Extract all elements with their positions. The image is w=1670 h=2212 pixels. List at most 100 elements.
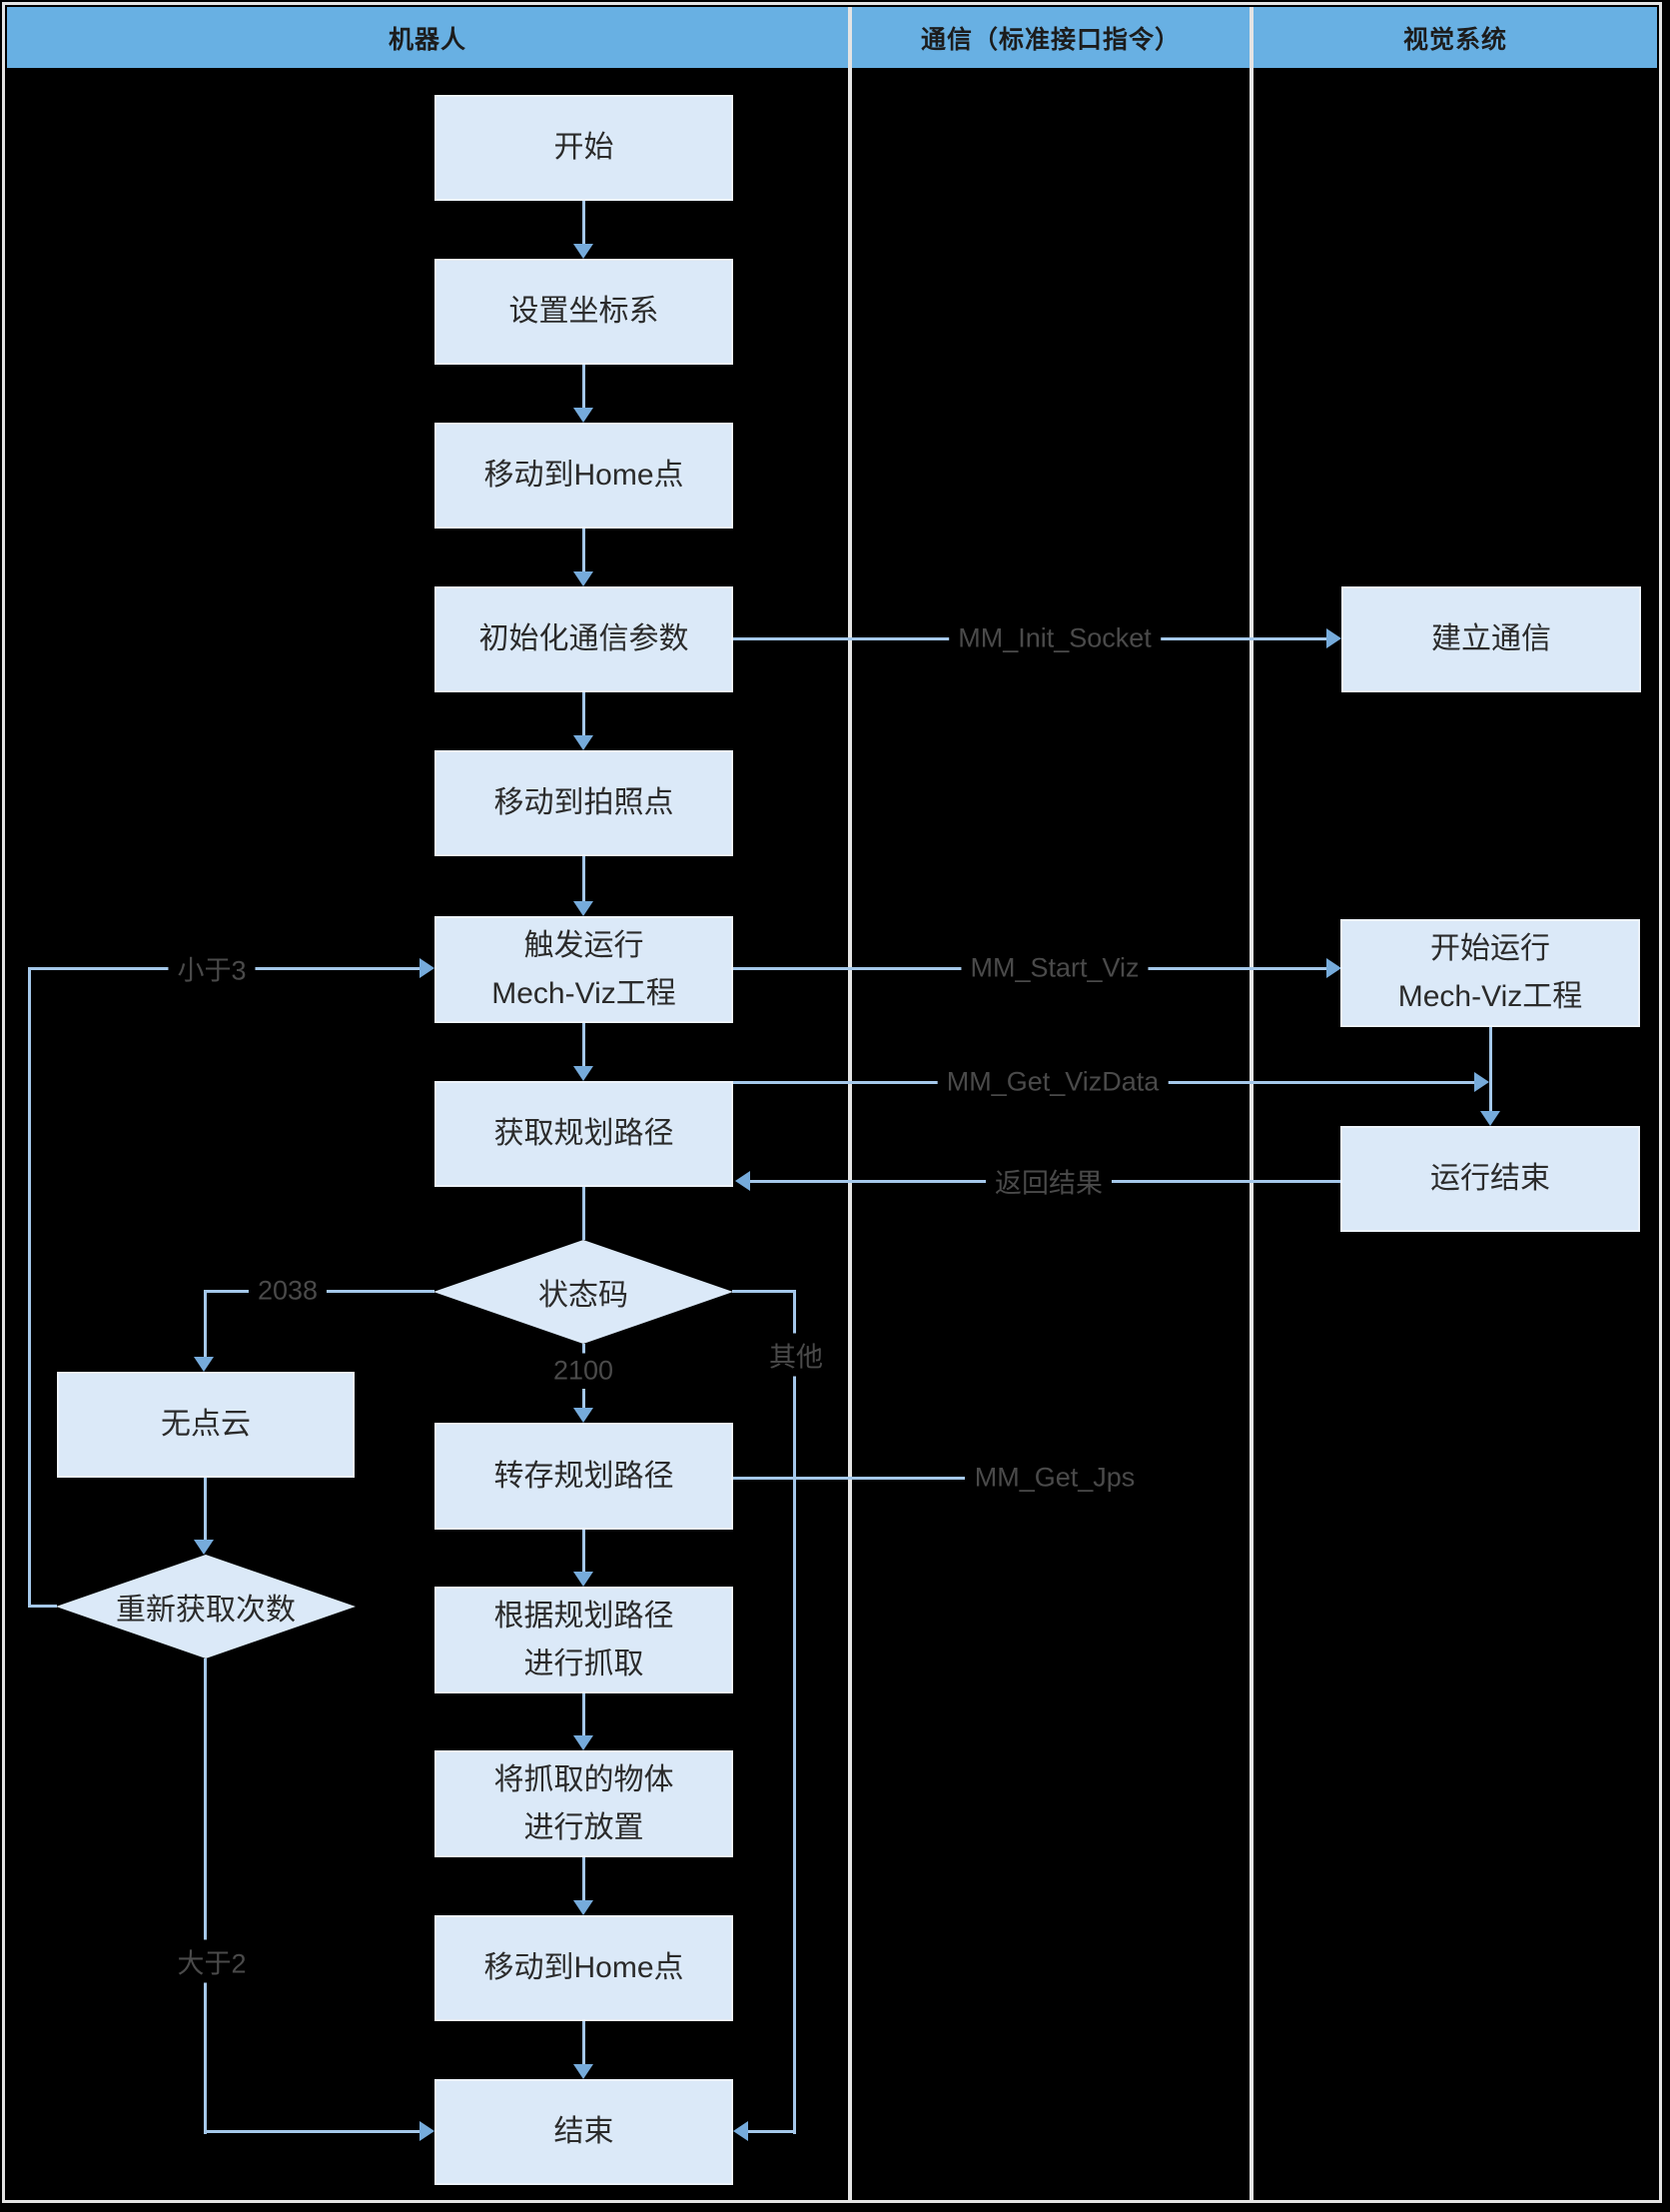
edge-retry-end-v (204, 1659, 207, 2134)
node-trigger-viz-line1: 触发运行 (523, 928, 644, 962)
arrowhead-right-icon (1326, 628, 1341, 648)
edge-label-less-than-3: 小于3 (168, 946, 256, 990)
node-start: 开始 (434, 95, 733, 201)
node-start-viz-run-line1: 开始运行 (1430, 932, 1550, 965)
edge-home2-end (582, 2021, 585, 2067)
node-pick: 根据规划路径 进行抓取 (434, 1587, 733, 1693)
node-no-cloud-label: 无点云 (161, 1408, 251, 1441)
arrowhead-right-icon (419, 2121, 434, 2141)
node-get-path: 获取规划路径 (434, 1081, 733, 1187)
edge-label-get-vizdata: MM_Get_VizData (937, 1064, 1169, 1100)
node-move-home-1: 移动到Home点 (434, 423, 733, 529)
node-move-home-1-label: 移动到Home点 (483, 459, 684, 492)
lane-divider-2 (1250, 7, 1253, 2202)
node-start-viz-run: 开始运行 Mech-Viz工程 (1340, 919, 1640, 1027)
arrowhead-down-icon (573, 244, 593, 259)
node-place-line2: 进行放置 (523, 1810, 644, 1844)
lane-header-robot: 机器人 (7, 7, 848, 68)
edge-save-pick (582, 1530, 585, 1576)
node-pick-line2: 进行抓取 (523, 1647, 644, 1680)
edge-trigger-getpath (582, 1022, 585, 1069)
node-set-coords-label: 设置坐标系 (508, 295, 659, 328)
node-set-coords: 设置坐标系 (434, 259, 733, 365)
edge-other-v (793, 1290, 796, 2134)
node-init-comm: 初始化通信参数 (434, 586, 733, 692)
edge-label-other: 其他 (760, 1333, 832, 1377)
node-start-label: 开始 (553, 131, 614, 164)
arrowhead-down-icon (194, 1357, 214, 1372)
node-move-photo: 移动到拍照点 (434, 750, 733, 856)
node-end: 结束 (434, 2079, 733, 2185)
node-end-label: 结束 (553, 2115, 614, 2148)
arrowhead-left-icon (735, 1171, 750, 1191)
lane-header-vision-label: 视觉系统 (1402, 25, 1507, 54)
node-pick-line1: 根据规划路径 (493, 1599, 674, 1633)
node-move-home-2-label: 移动到Home点 (483, 1951, 684, 1984)
node-run-end: 运行结束 (1340, 1126, 1640, 1232)
edge-label-get-jps: MM_Get_Jps (965, 1460, 1145, 1496)
node-run-end-label: 运行结束 (1430, 1162, 1550, 1195)
arrowhead-down-icon (573, 2064, 593, 2079)
arrowhead-down-icon (194, 1540, 214, 1555)
edge-get-jps (733, 1477, 965, 1480)
arrowhead-down-icon (573, 901, 593, 916)
arrowhead-down-icon (573, 735, 593, 750)
node-no-cloud: 无点云 (57, 1372, 355, 1478)
edge-other-h2 (748, 2130, 794, 2133)
node-status-code-label: 状态码 (538, 1279, 628, 1312)
arrowhead-left-icon (733, 2121, 748, 2141)
node-save-path-label: 转存规划路径 (493, 1459, 674, 1493)
arrowhead-down-icon (573, 571, 593, 586)
edge-label-start-viz: MM_Start_Viz (961, 950, 1149, 986)
edge-status-2100-a (582, 1344, 585, 1356)
edge-status-2038-v (204, 1290, 207, 1360)
node-trigger-viz-line2: Mech-Viz工程 (491, 976, 676, 1010)
edge-label-greater-than-2: 大于2 (168, 1939, 256, 1983)
edge-nocloud-retry (204, 1478, 207, 1543)
edge-getpath-status (582, 1187, 585, 1240)
node-move-home-2: 移动到Home点 (434, 1915, 733, 2021)
arrowhead-down-icon (573, 1408, 593, 1423)
arrowhead-down-icon (573, 1735, 593, 1750)
node-trigger-viz: 触发运行 Mech-Viz工程 (434, 916, 733, 1023)
edge-initcomm-photo (582, 692, 585, 738)
edge-retry-end-h (204, 2130, 420, 2133)
edge-place-home2 (582, 1857, 585, 1903)
edge-start-setcoords (582, 201, 585, 247)
lane-header-comm: 通信（标准接口指令） (852, 7, 1250, 68)
lane-header-comm-label: 通信（标准接口指令） (920, 25, 1181, 54)
node-move-photo-label: 移动到拍照点 (493, 786, 674, 819)
arrowhead-down-icon (573, 1900, 593, 1915)
edge-retry-loop-h1 (29, 1605, 57, 1608)
node-place-line1: 将抓取的物体 (493, 1762, 674, 1796)
edge-home1-initcomm (582, 529, 585, 574)
lane-divider-1 (848, 7, 852, 2202)
edge-label-return-result: 返回结果 (986, 1159, 1112, 1203)
node-retry-count-label: 重新获取次数 (116, 1594, 296, 1627)
arrowhead-right-icon (1326, 958, 1341, 978)
arrowhead-down-icon (573, 408, 593, 423)
edge-status-2100-b (582, 1389, 585, 1409)
edge-label-2038: 2038 (248, 1273, 328, 1309)
edge-other-h1 (732, 1290, 796, 1293)
edge-photo-trigger (582, 856, 585, 904)
lane-header-robot-label: 机器人 (388, 25, 466, 54)
arrowhead-down-icon (573, 1572, 593, 1587)
node-start-viz-run-line2: Mech-Viz工程 (1397, 980, 1583, 1013)
edge-label-2100: 2100 (543, 1353, 623, 1389)
arrowhead-down-icon (1480, 1111, 1500, 1126)
node-establish-comm-label: 建立通信 (1431, 622, 1551, 655)
edge-startvizrun-runend (1489, 1027, 1492, 1113)
edge-setcoords-home1 (582, 365, 585, 411)
node-init-comm-label: 初始化通信参数 (478, 622, 689, 655)
edge-label-init-socket: MM_Init_Socket (949, 620, 1161, 656)
node-get-path-label: 获取规划路径 (493, 1117, 674, 1150)
arrowhead-right-icon (419, 958, 434, 978)
lane-header-vision: 视觉系统 (1253, 7, 1657, 68)
edge-pick-place (582, 1693, 585, 1738)
node-save-path: 转存规划路径 (434, 1423, 733, 1530)
arrowhead-down-icon (573, 1066, 593, 1081)
edge-retry-loop-v (28, 967, 31, 1608)
